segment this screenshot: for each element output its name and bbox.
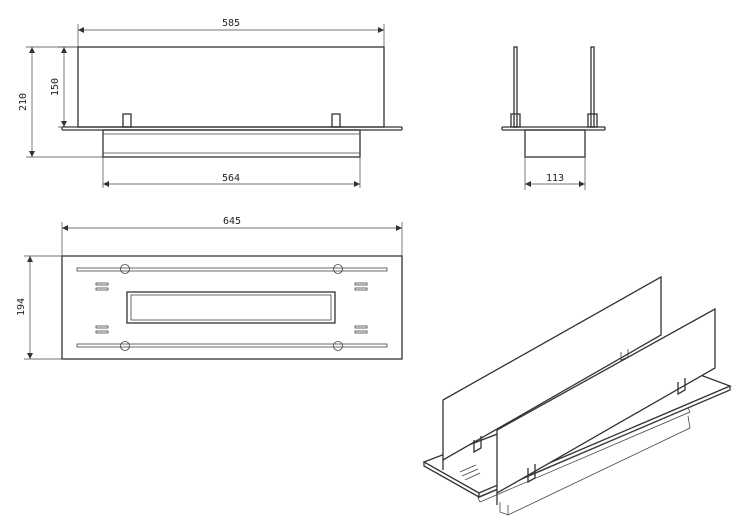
isometric-view	[422, 275, 732, 516]
side-glass-right	[590, 46, 595, 128]
plan-glass-slot-top	[76, 267, 388, 272]
front-bracket-right	[331, 113, 341, 128]
screw-icon	[333, 341, 343, 351]
plan-glass-slot-bottom	[76, 343, 388, 348]
plan-top-plate	[61, 255, 403, 360]
side-bracket-right	[587, 113, 598, 128]
dim-label-150: 150	[50, 78, 61, 96]
front-glass-panel	[77, 46, 385, 128]
screw-icon	[120, 341, 130, 351]
dim-label-194: 194	[16, 298, 27, 316]
side-burner-box	[524, 129, 586, 158]
iso-glass-panel-back	[442, 275, 662, 462]
vent-slots	[95, 282, 368, 334]
front-view: 585 150 210 564	[18, 18, 403, 188]
dim-label-564: 564	[222, 173, 240, 184]
dim-label-645: 645	[223, 216, 241, 227]
front-burner-box	[102, 129, 361, 158]
side-bracket-left	[510, 113, 521, 128]
iso-bracket	[473, 436, 482, 454]
screw-icon	[120, 264, 130, 274]
dim-label-113: 113	[546, 173, 564, 184]
iso-vent-slots	[459, 464, 481, 481]
iso-glass-panel-front	[496, 307, 716, 495]
plan-burner-opening	[126, 291, 336, 324]
side-glass-left	[513, 46, 518, 128]
front-bracket-left	[122, 113, 132, 128]
screw-icon	[333, 264, 343, 274]
iso-bracket	[677, 378, 686, 396]
iso-bracket	[527, 464, 536, 484]
dim-label-585: 585	[222, 18, 240, 29]
dim-label-210: 210	[18, 93, 29, 111]
plan-view: 645 194	[16, 216, 403, 360]
side-view: 113	[501, 46, 606, 190]
